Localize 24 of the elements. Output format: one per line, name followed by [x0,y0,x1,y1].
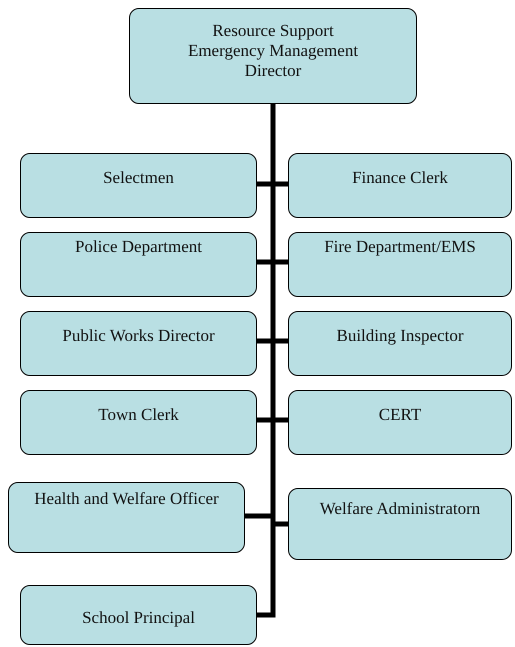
org-box [20,232,257,297]
position-title: CERT [378,405,422,425]
org-box [288,488,512,560]
org-box [129,8,417,104]
position-title: Welfare Administratorn [320,499,480,519]
position-title: Finance Clerk [352,168,448,188]
position-title: Health and Welfare Officer [34,489,219,509]
org-box [288,232,512,297]
position-title: Public Works Director [62,326,215,346]
org-box [288,153,512,218]
org-box [20,585,257,645]
position-title: Selectmen [103,168,174,188]
position-title: Fire Department/EMS [324,237,476,257]
position-title: School Principal [82,608,195,628]
position-title: Police Department [75,237,202,257]
position-title: Town Clerk [98,405,179,425]
org-box [8,482,245,553]
org-box [20,153,257,218]
org-box [288,390,512,455]
org-box [20,311,257,376]
position-title: Building Inspector [336,326,464,346]
org-box [288,311,512,376]
position-title: Resource Support Emergency Management Director [186,21,360,81]
org-box [20,390,257,455]
